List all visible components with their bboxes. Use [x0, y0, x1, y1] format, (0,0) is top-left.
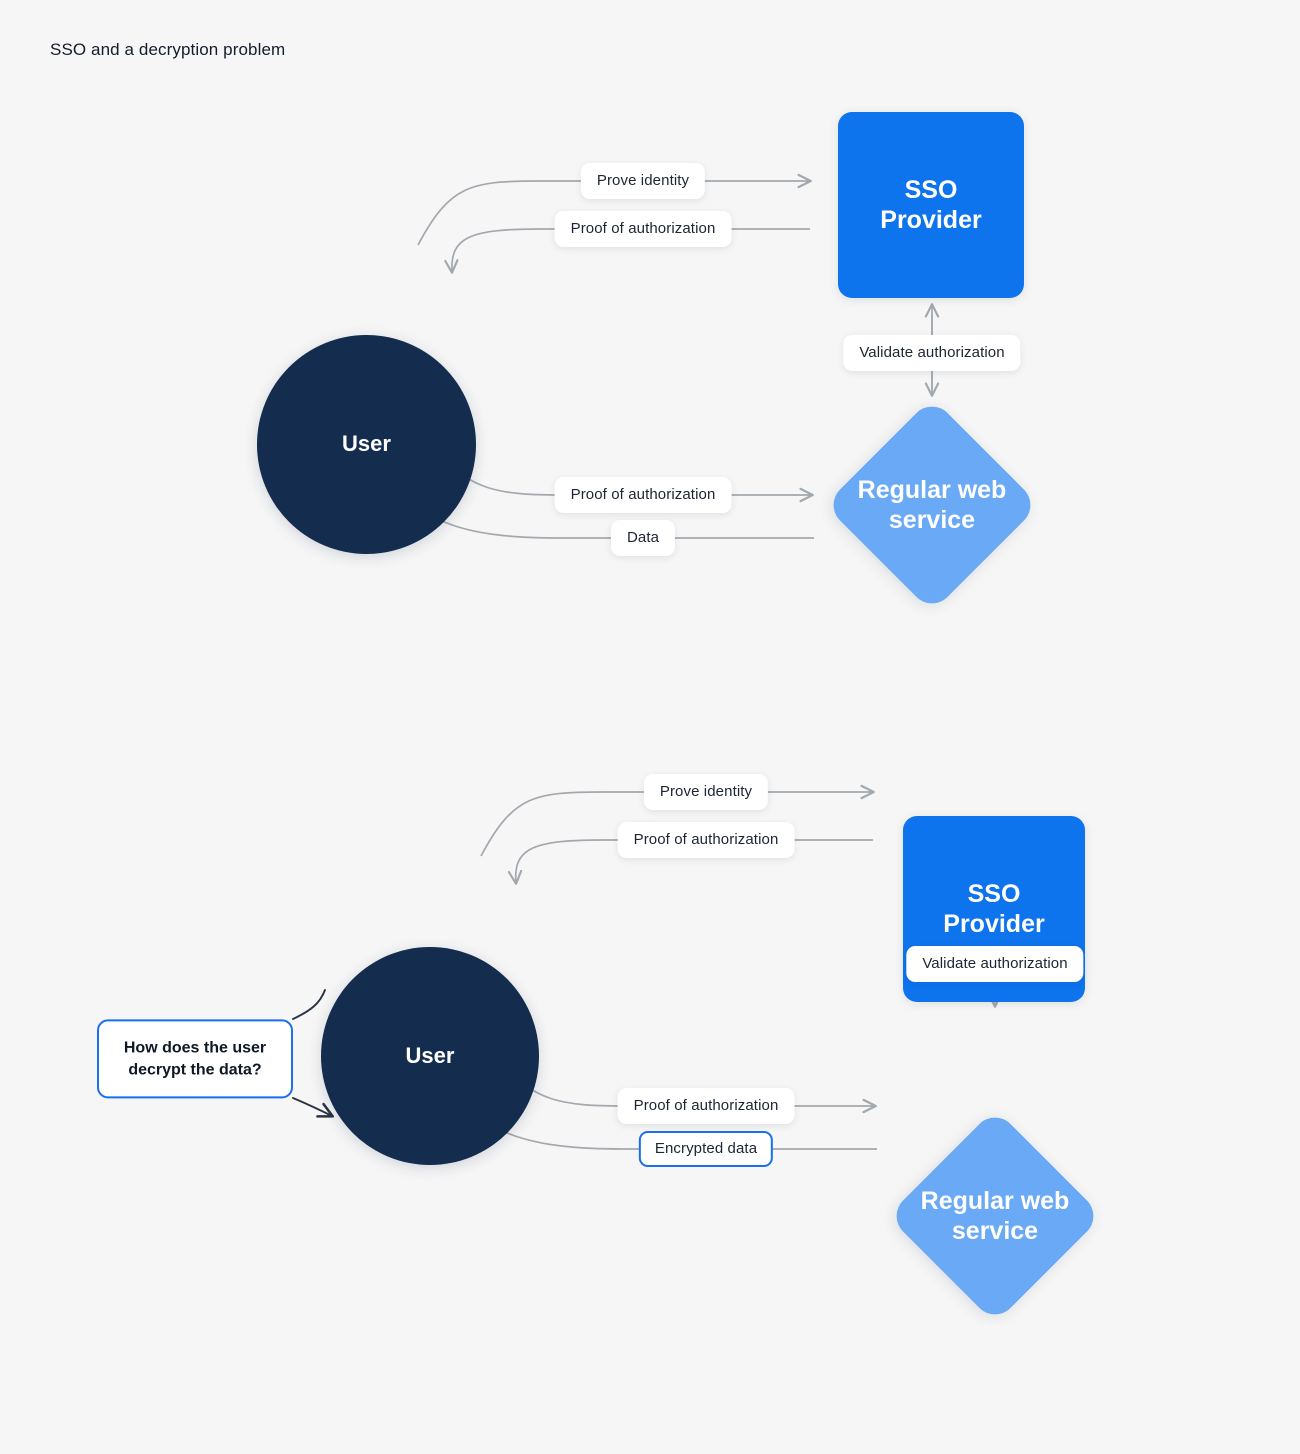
node-regular-web-service-label-line2: service: [951, 1217, 1039, 1245]
node-regular-web-service[interactable]: Regular web service: [824, 397, 1040, 613]
node-sso-provider-label-line2: Provider: [943, 910, 1045, 938]
node-regular-web-service-label-line1: Regular web: [857, 476, 1007, 504]
edge-label-proof-of-authorization-service: Proof of authorization: [617, 1088, 795, 1124]
diagram-sso-flow-plain-data: User SSO Provider Regular web service Pr…: [0, 90, 1300, 660]
callout-line2: decrypt the data?: [128, 1061, 262, 1078]
edge-label-proof-of-authorization-service: Proof of authorization: [554, 477, 732, 513]
edge-prove-identity: [417, 173, 812, 246]
node-regular-web-service[interactable]: Regular web service: [887, 1108, 1103, 1324]
node-regular-web-service-label: Regular web service: [919, 1186, 1071, 1246]
node-sso-provider-label-line1: SSO: [904, 175, 958, 204]
callout-decrypt-question: How does the user decrypt the data?: [97, 1019, 293, 1099]
node-regular-web-service-label: Regular web service: [856, 475, 1008, 535]
edge-callout-bottom-connector: [292, 1097, 335, 1118]
node-user-label: User: [342, 431, 391, 457]
edge-label-data: Data: [610, 520, 676, 556]
edge-proof-of-authorization-sso: [507, 839, 873, 885]
callout-line1: How does the user: [123, 1039, 267, 1057]
node-regular-web-service-label-line2: service: [888, 506, 976, 534]
edge-label-prove-identity: Prove identity: [643, 774, 769, 810]
node-regular-web-service-label-line1: Regular web: [920, 1187, 1070, 1215]
edge-label-proof-of-authorization-sso: Proof of authorization: [617, 822, 795, 858]
edge-label-prove-identity: Prove identity: [580, 163, 706, 199]
edge-prove-identity: [480, 784, 875, 857]
node-sso-provider-label-line1: SSO: [967, 879, 1021, 908]
edge-proof-of-authorization-sso: [444, 228, 810, 274]
node-user-label: User: [405, 1042, 455, 1068]
edge-callout-top-connector: [292, 989, 326, 1020]
node-sso-provider-label-line2: Provider: [880, 206, 982, 234]
node-sso-provider[interactable]: SSO Provider: [838, 112, 1024, 298]
node-user[interactable]: User: [321, 947, 539, 1165]
edge-label-validate-authorization: Validate authorization: [906, 946, 1084, 982]
node-user[interactable]: User: [257, 335, 476, 554]
diagram-sso-flow-encrypted-data: User SSO Provider Regular web service Ho…: [0, 763, 1300, 1333]
page-title: SSO and a decryption problem: [50, 40, 286, 59]
edge-label-encrypted-data: Encrypted data: [638, 1131, 774, 1167]
edge-label-proof-of-authorization-sso: Proof of authorization: [554, 211, 732, 247]
edge-label-validate-authorization: Validate authorization: [843, 335, 1021, 371]
